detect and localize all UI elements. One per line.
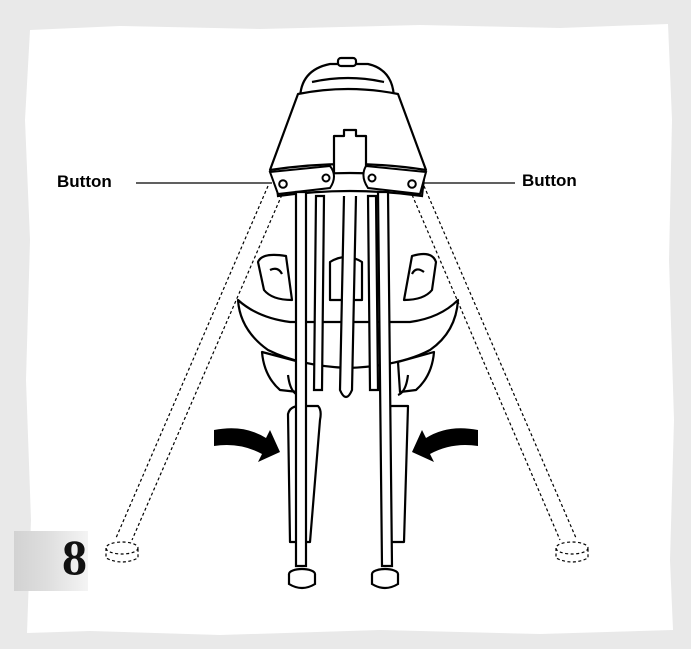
- top-housing: [268, 56, 428, 182]
- step-badge: [14, 531, 88, 591]
- left-button-label: Button: [57, 172, 112, 191]
- left-arrow-icon: [214, 428, 280, 462]
- folded-leg-right-dashed: [409, 185, 589, 563]
- step-number: 8: [62, 529, 87, 585]
- right-arrow-icon: [412, 428, 478, 462]
- right-button-label: Button: [522, 171, 577, 190]
- feet: [287, 567, 400, 590]
- folded-leg-left-dashed: [105, 185, 285, 563]
- hinge-brackets: [268, 164, 428, 196]
- standing-legs: [294, 190, 394, 568]
- seat-hanger: [338, 195, 358, 399]
